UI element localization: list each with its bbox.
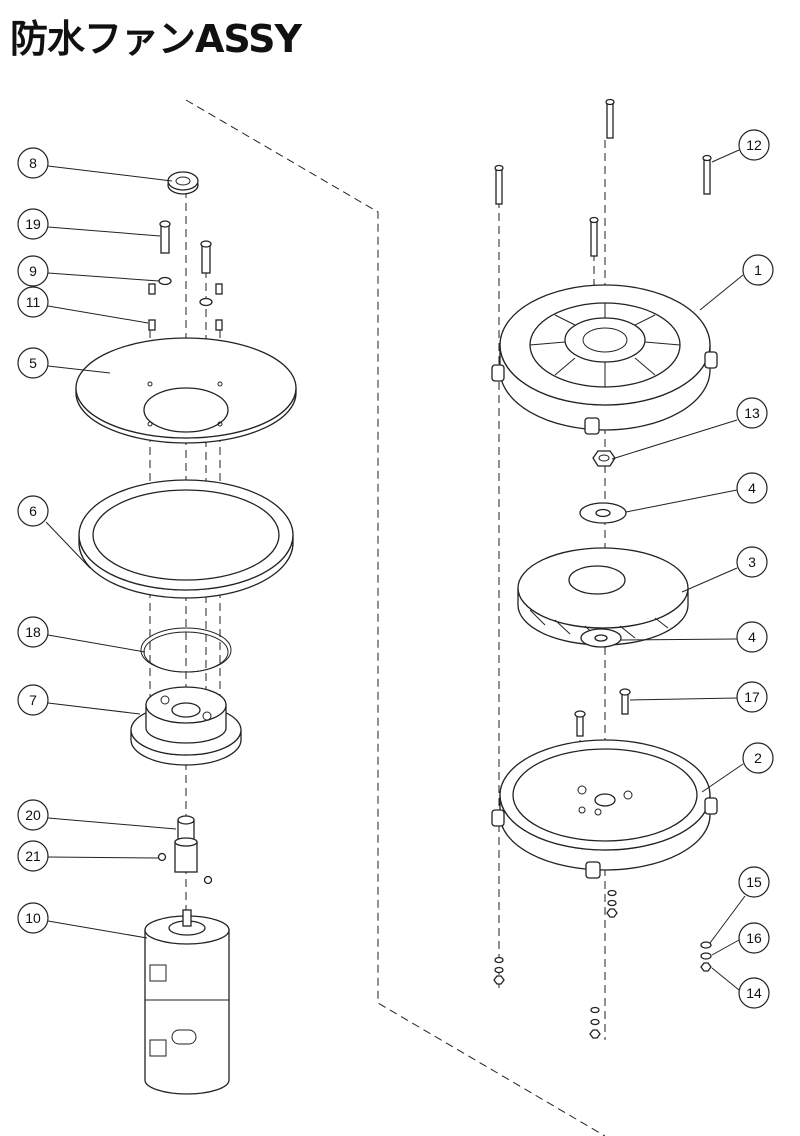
callout-7: 7 <box>17 684 49 716</box>
callout-6: 6 <box>17 495 49 527</box>
part-1-fan-cover <box>491 284 718 435</box>
svg-text:17: 17 <box>744 689 760 705</box>
callout-13: 13 <box>736 397 768 429</box>
svg-text:5: 5 <box>29 355 37 371</box>
page-title: 防水ファンASSY <box>10 17 302 61</box>
svg-text:14: 14 <box>746 985 762 1001</box>
callout-19: 19 <box>17 208 49 240</box>
callout-14: 14 <box>738 977 770 1009</box>
part-10-motor <box>144 909 230 1095</box>
callout-17: 17 <box>736 681 768 713</box>
svg-text:1: 1 <box>754 262 762 278</box>
svg-text:4: 4 <box>748 480 756 496</box>
callout-3: 3 <box>736 546 768 578</box>
part-13-nut <box>592 450 616 467</box>
svg-text:10: 10 <box>25 910 41 926</box>
svg-text:20: 20 <box>25 807 41 823</box>
part-17-screws <box>574 688 631 737</box>
callout-12: 12 <box>738 129 770 161</box>
part-7-seal-holder <box>130 686 242 766</box>
svg-text:6: 6 <box>29 503 37 519</box>
callout-16: 16 <box>738 922 770 954</box>
callout-2: 2 <box>742 742 774 774</box>
svg-text:13: 13 <box>744 405 760 421</box>
svg-text:2: 2 <box>754 750 762 766</box>
callout-8: 8 <box>17 147 49 179</box>
part-4-washer-lower <box>580 628 622 648</box>
callout-1: 1 <box>742 254 774 286</box>
part-3-impeller <box>517 547 689 646</box>
part-6-ring <box>78 479 294 599</box>
svg-text:16: 16 <box>746 930 762 946</box>
part-4-washer-upper <box>579 502 627 524</box>
callout-15: 15 <box>738 866 770 898</box>
svg-text:9: 9 <box>29 263 37 279</box>
part-20-coupling <box>174 815 198 873</box>
callout-21: 21 <box>17 840 49 872</box>
part-12-screws <box>494 98 712 257</box>
part-5-plate <box>75 337 297 444</box>
parts-14-15-16-nuts-washers <box>493 889 712 1039</box>
svg-text:18: 18 <box>25 624 41 640</box>
svg-text:15: 15 <box>746 874 762 890</box>
callout-18: 18 <box>17 616 49 648</box>
part-9-washers <box>158 276 213 307</box>
callout-10: 10 <box>17 902 49 934</box>
callout-4-upper: 4 <box>736 472 768 504</box>
svg-text:12: 12 <box>746 137 762 153</box>
callout-4-lower: 4 <box>736 621 768 653</box>
svg-text:3: 3 <box>748 554 756 570</box>
svg-text:21: 21 <box>25 848 41 864</box>
svg-text:11: 11 <box>26 294 41 310</box>
leader-lines <box>45 149 746 991</box>
part-2-fan-base <box>491 739 718 879</box>
svg-text:8: 8 <box>29 155 37 171</box>
svg-text:19: 19 <box>25 216 41 232</box>
part-21-set-screws <box>157 852 213 885</box>
callout-11: 11 <box>17 286 49 318</box>
part-19-screws <box>159 220 212 274</box>
svg-text:4: 4 <box>748 629 756 645</box>
part-8-grommet <box>167 171 199 195</box>
callout-5: 5 <box>17 347 49 379</box>
callout-9: 9 <box>17 255 49 287</box>
part-11-small-screws <box>148 283 223 331</box>
callout-20: 20 <box>17 799 49 831</box>
svg-text:7: 7 <box>29 692 37 708</box>
